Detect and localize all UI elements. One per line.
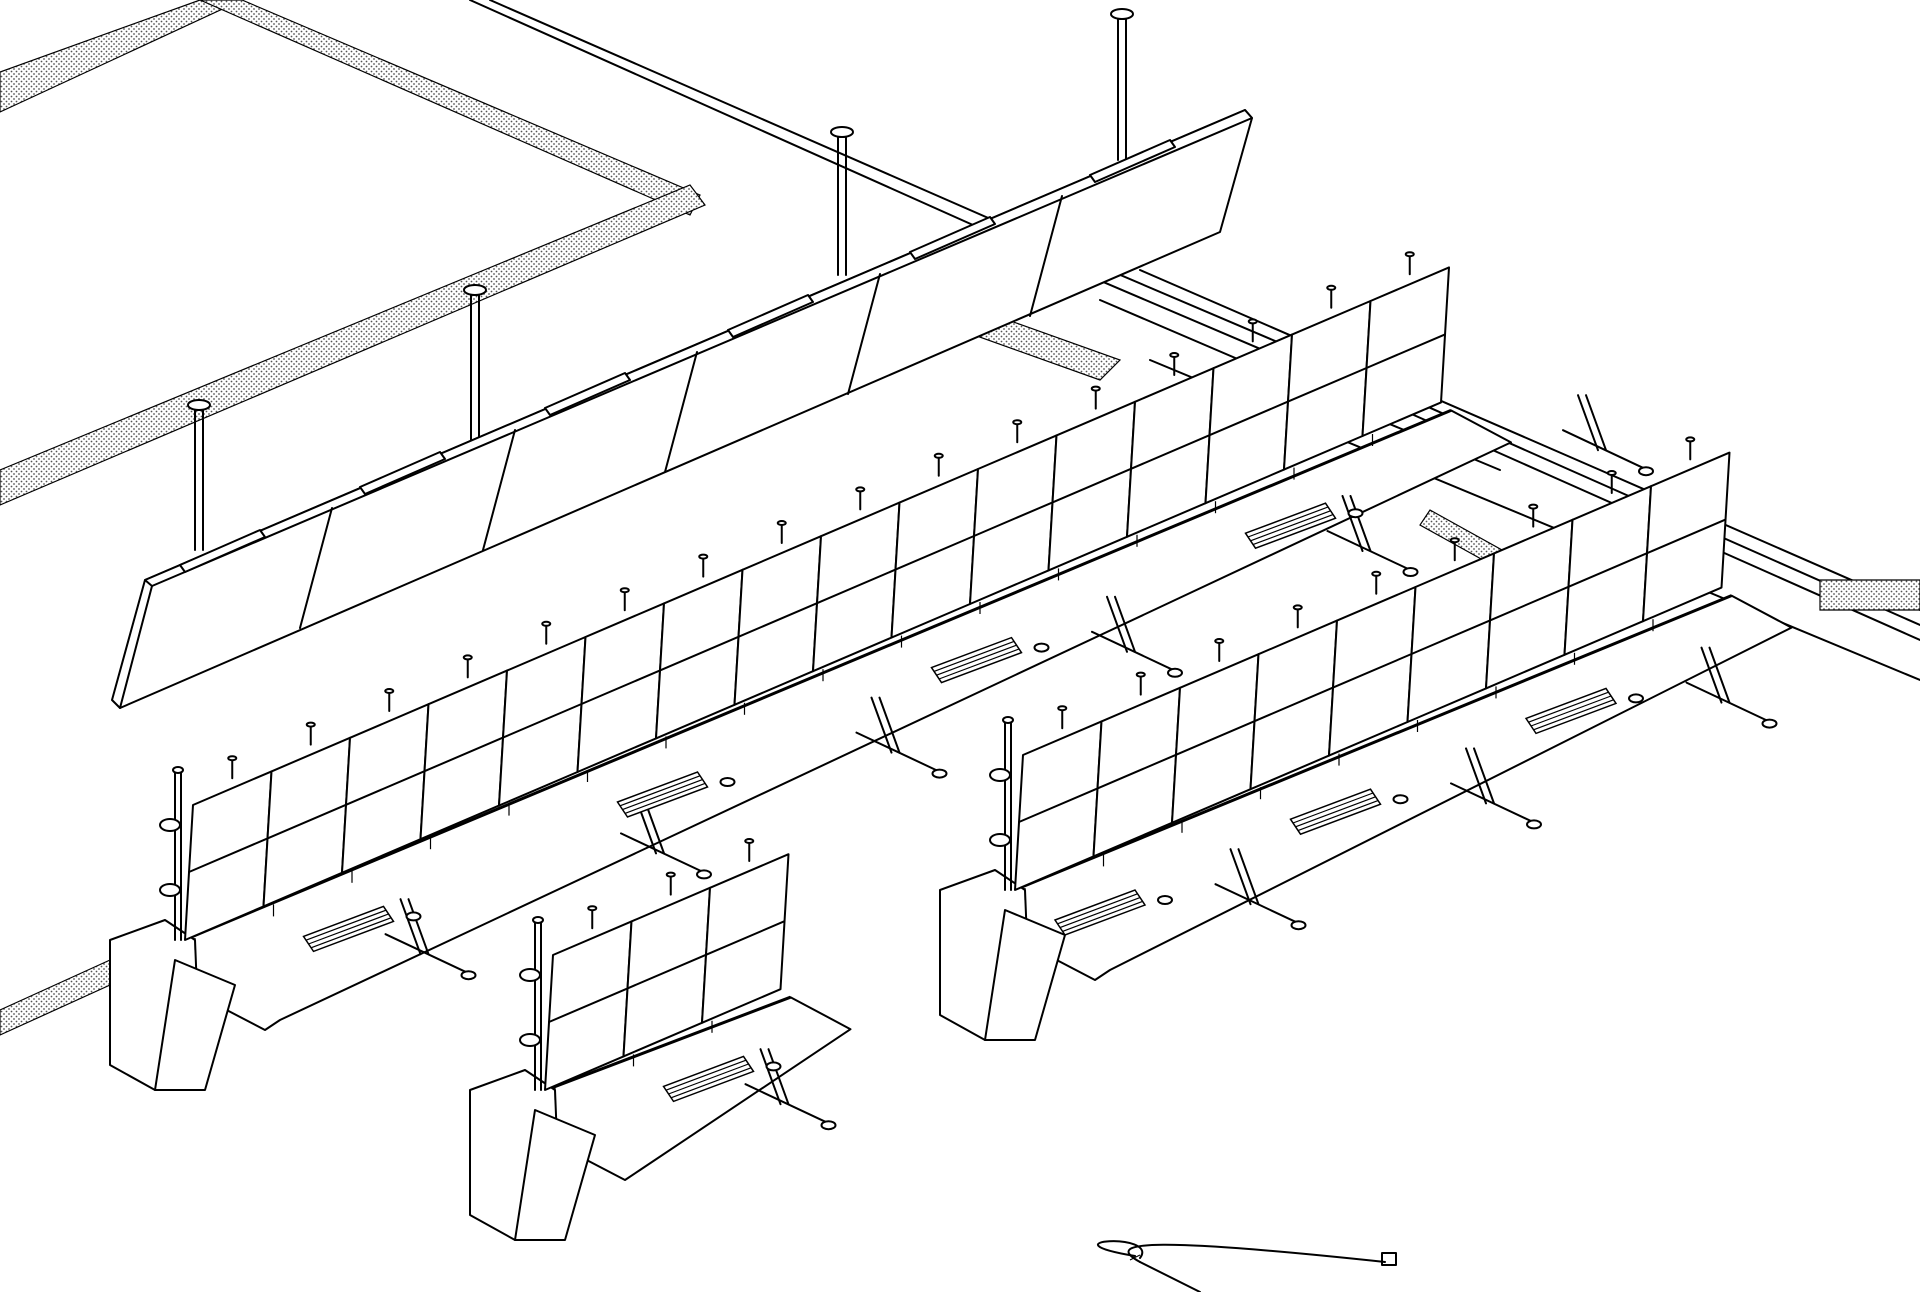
keyboard [302, 905, 422, 953]
console-rows [109, 251, 1793, 1241]
ceiling-pole [463, 284, 487, 441]
keyboard [616, 771, 736, 818]
ceiling-poles [187, 8, 1134, 551]
console-monitor [1485, 503, 1574, 699]
console-monitor [1642, 436, 1731, 632]
console-monitor [1361, 251, 1450, 446]
ceiling-pole [830, 126, 854, 276]
cabinet-front-panel [514, 1109, 596, 1241]
keyboard [930, 636, 1050, 684]
keyboard [662, 1055, 782, 1103]
keyboard [1053, 889, 1173, 936]
console-monitor [622, 871, 711, 1067]
mouse [1628, 693, 1644, 704]
console-monitor [1092, 671, 1181, 867]
mouse [405, 911, 422, 922]
console-row-row-front-right [939, 436, 1793, 1041]
video-wall [111, 109, 1253, 709]
console-monitor [1406, 537, 1495, 732]
console-monitor [733, 520, 822, 715]
cabinet-front-panel [154, 959, 236, 1091]
mouse [1033, 642, 1050, 653]
keyboard [1289, 788, 1409, 836]
console-row-row-back [109, 251, 1654, 1091]
ceiling-pole [187, 399, 211, 551]
console-monitor [969, 419, 1058, 614]
mouse [1347, 508, 1364, 519]
mouse [765, 1061, 782, 1072]
keyboard [1244, 502, 1364, 550]
mouse [1157, 895, 1173, 905]
cabinet-front-panel [984, 909, 1066, 1041]
ceiling-pole [1110, 8, 1134, 161]
mouse [1392, 794, 1409, 805]
console-row-row-front-left [469, 838, 852, 1241]
console-monitor [701, 838, 790, 1033]
console-monitor [184, 755, 273, 950]
keyboard [1524, 687, 1644, 735]
console-monitor [419, 654, 508, 850]
mouse [719, 777, 736, 787]
console-monitor [890, 452, 979, 648]
